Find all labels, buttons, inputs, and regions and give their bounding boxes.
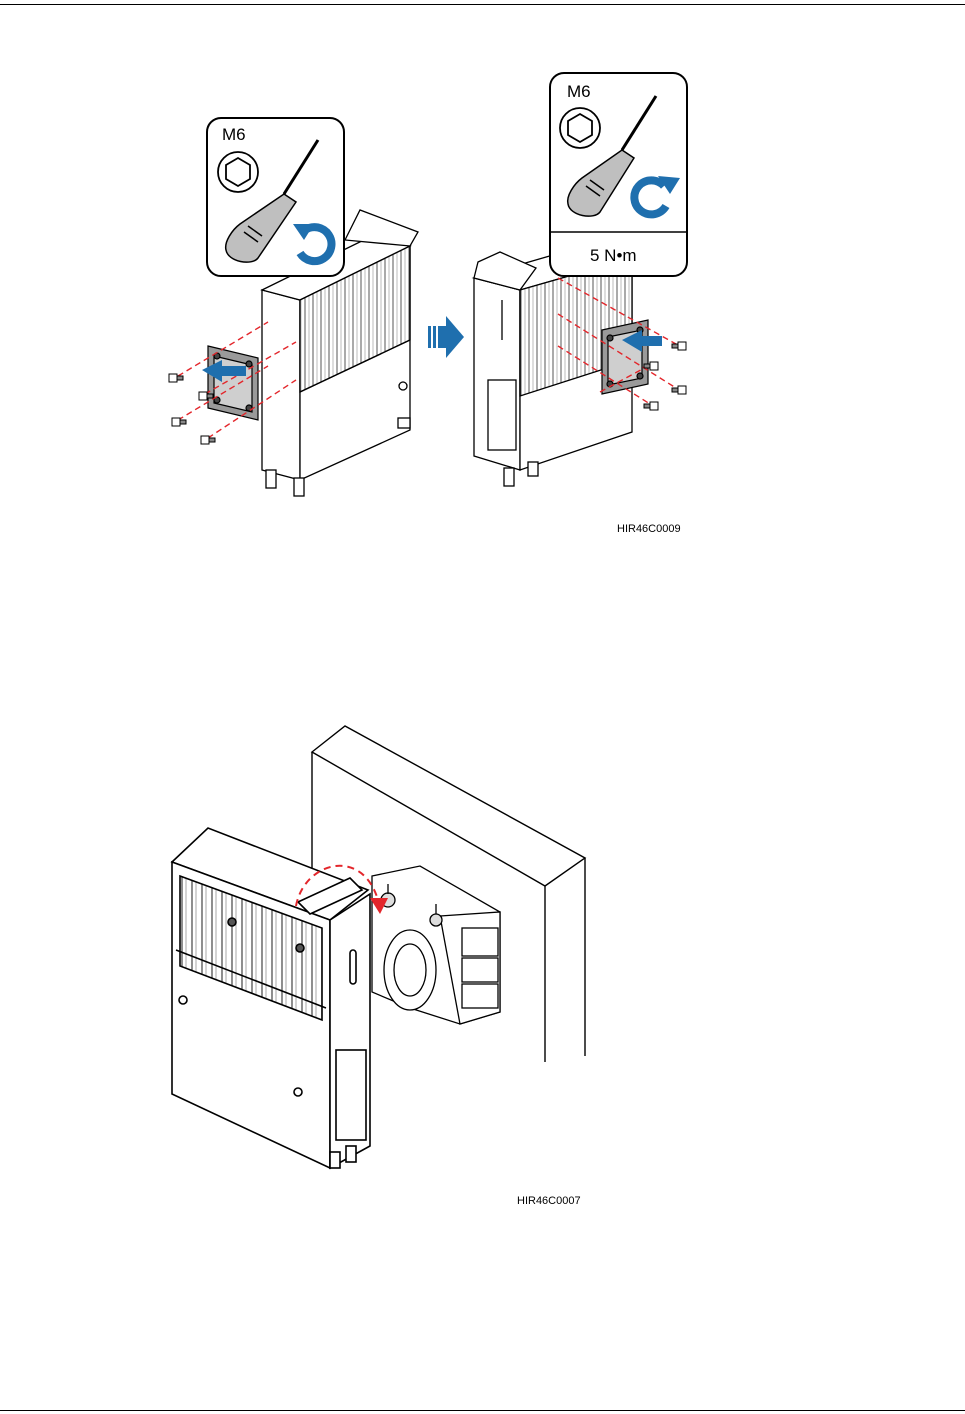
wall-bracket [372, 866, 500, 1024]
hex-bolt-icon [560, 108, 600, 148]
bolt-size-label: M6 [567, 82, 591, 101]
tool-callout-left: M6 [207, 118, 344, 276]
screw-set-right [644, 342, 686, 410]
torque-label: 5 N•m [590, 246, 637, 265]
figure-2 [0, 700, 965, 1220]
radio-module [172, 828, 370, 1168]
hex-bolt-icon [218, 152, 258, 192]
mounting-bracket-left [208, 346, 258, 420]
tool-callout-right: M6 5 N•m [550, 73, 687, 276]
figure-1: M6 [0, 0, 965, 560]
bolt-size-label: M6 [222, 125, 246, 144]
figure-code: HIR46C0009 [617, 523, 681, 535]
figure-code: HIR46C0007 [517, 1195, 581, 1207]
footer-rule [0, 1410, 965, 1411]
step-transition-arrow [428, 316, 464, 358]
